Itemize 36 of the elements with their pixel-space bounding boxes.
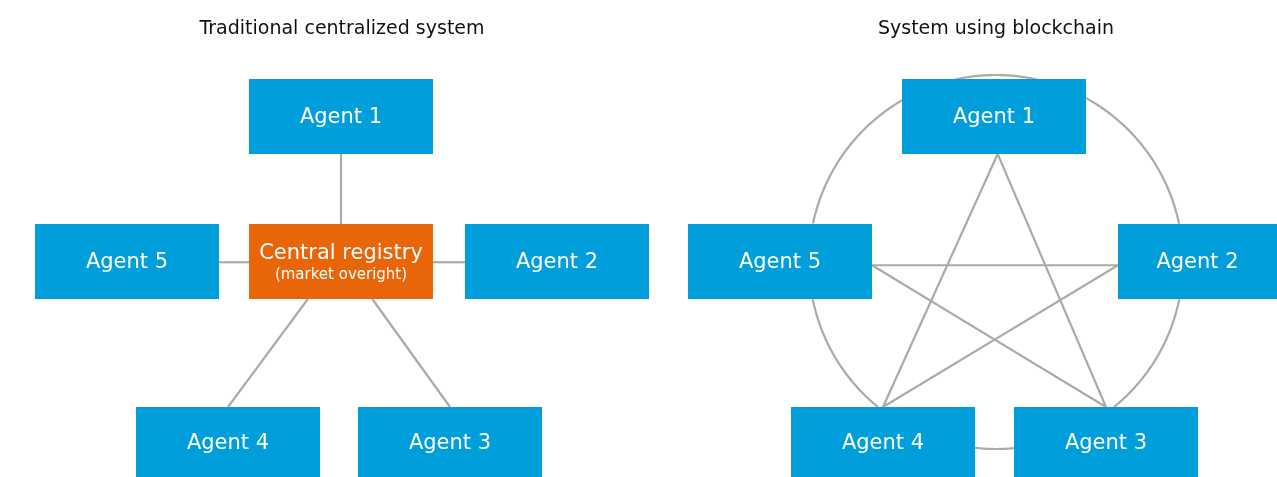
node-label: Agent 4 xyxy=(841,428,925,456)
node-label: Agent 1 xyxy=(299,103,383,130)
agent-box xyxy=(358,407,542,477)
node-label: Agent 3 xyxy=(408,428,492,456)
connector-line xyxy=(872,264,1118,267)
connector-line xyxy=(339,154,343,224)
agent-box xyxy=(902,79,1086,154)
node-label: Agent 3 xyxy=(1064,428,1148,456)
connector-line xyxy=(227,298,309,408)
node-label: Central registry xyxy=(259,238,423,265)
connector-line xyxy=(371,298,451,408)
agent-box xyxy=(35,224,219,299)
agent-box xyxy=(1014,407,1198,477)
connector-line xyxy=(1113,298,1181,408)
agent-box xyxy=(791,407,975,477)
connector-line xyxy=(219,261,249,264)
agent-box xyxy=(136,407,320,477)
node-label: Agent 2 xyxy=(1156,248,1239,275)
connector-line xyxy=(882,153,999,408)
connector-line xyxy=(996,153,1107,408)
section-heading: Traditional centralized system xyxy=(199,16,485,38)
node-label: Agent 5 xyxy=(85,248,169,275)
registry-box xyxy=(249,224,433,299)
section-heading: System using blockchain xyxy=(877,16,1115,38)
connector-line xyxy=(433,261,465,264)
node-sublabel: (market overight) xyxy=(274,264,408,285)
agent-box xyxy=(1118,224,1277,299)
connector-line xyxy=(811,298,879,408)
connector-line xyxy=(974,446,1015,451)
node-label: Agent 5 xyxy=(738,248,822,275)
agent-box xyxy=(465,224,649,299)
agent-box xyxy=(249,79,433,154)
node-label: Agent 2 xyxy=(515,248,599,275)
node-label: Agent 1 xyxy=(952,103,1036,130)
agent-box xyxy=(688,224,872,299)
node-label: Agent 4 xyxy=(186,428,270,456)
